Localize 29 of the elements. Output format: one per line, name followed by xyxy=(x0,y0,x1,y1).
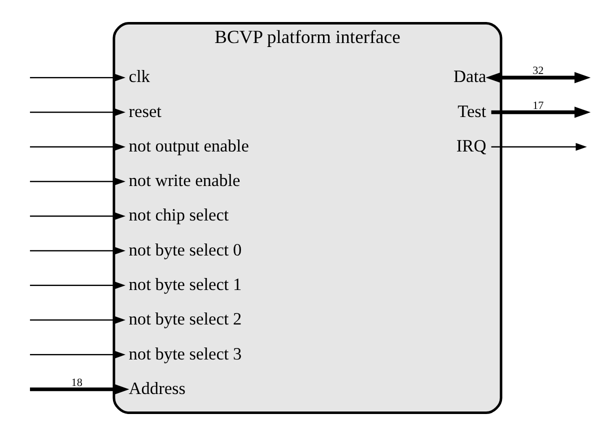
node-text: not write enable xyxy=(128,171,240,190)
arrow xyxy=(29,178,125,186)
arrow xyxy=(29,74,125,82)
node-text: Data xyxy=(453,67,486,86)
node-text: IRQ xyxy=(456,136,486,156)
arrow xyxy=(29,316,125,324)
edge-label: 32 xyxy=(532,65,544,78)
arrow xyxy=(29,384,129,395)
node-text: not output enable xyxy=(128,136,248,156)
arrow xyxy=(29,108,125,116)
node-text: Test xyxy=(457,102,486,121)
node-text: not byte select 3 xyxy=(128,344,242,364)
node-text: reset xyxy=(128,102,161,121)
node-text: Address xyxy=(128,378,185,398)
node-text: not byte select 2 xyxy=(128,310,242,329)
arrow xyxy=(29,350,125,359)
edge-label: 18 xyxy=(70,376,82,389)
node-text: not byte select 0 xyxy=(128,240,242,260)
arrow xyxy=(485,72,590,84)
arrow xyxy=(29,142,125,151)
arrow xyxy=(490,106,590,118)
node-text: clk xyxy=(128,67,150,86)
arrow xyxy=(29,282,125,290)
arrow xyxy=(490,142,586,151)
arrow xyxy=(29,212,125,220)
node-text: not chip select xyxy=(128,206,228,225)
edge-label: 17 xyxy=(532,100,544,112)
arrow xyxy=(29,246,125,255)
node-text: not byte select 1 xyxy=(128,274,242,294)
